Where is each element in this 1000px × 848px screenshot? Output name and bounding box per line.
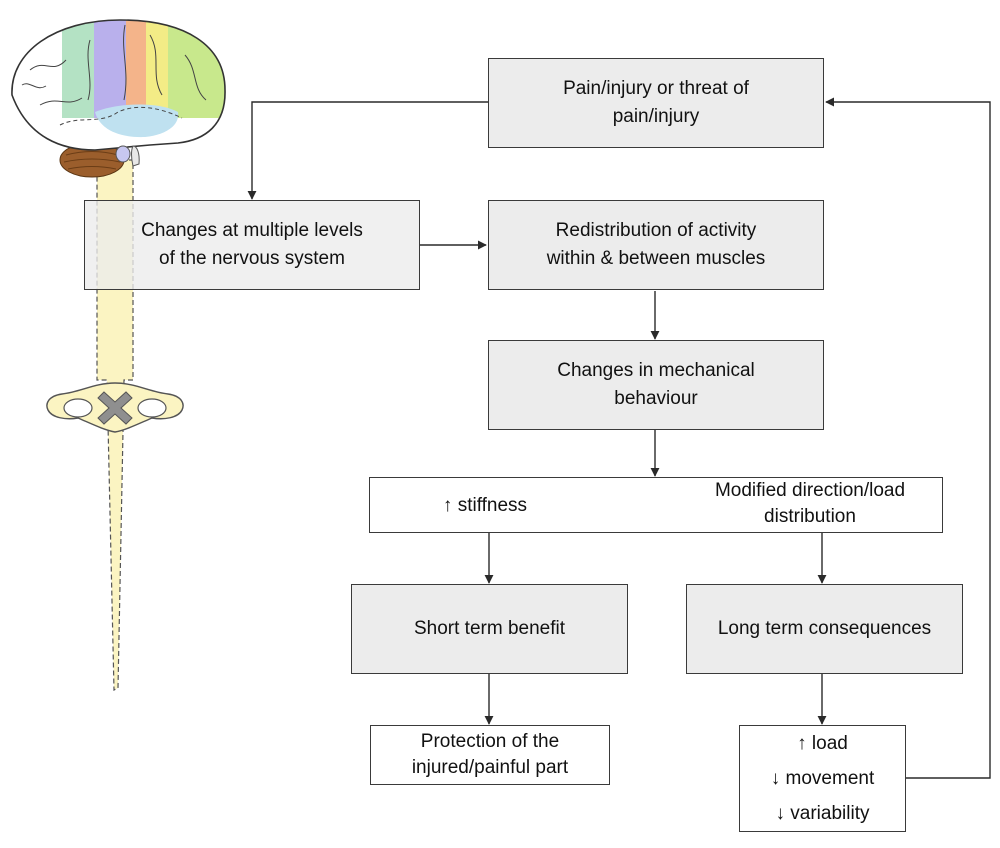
arrow-feedback-loop — [825, 97, 991, 779]
box-load-movement-variability: ↑ load ↓ movement ↓ variability — [739, 725, 906, 832]
direction-load-label: Modified direction/load distribution — [714, 480, 906, 527]
box-protection-part: Protection of the injured/painful part — [370, 725, 610, 785]
spinal-cord-icon — [46, 159, 184, 691]
box-muscle-redistribution: Redistribution of activity within & betw… — [488, 200, 824, 290]
outcome-movement: ↓ movement — [770, 768, 875, 789]
brain-icon — [11, 19, 226, 178]
box-pain-injury-threat: Pain/injury or threat of pain/injury — [488, 58, 824, 148]
stiffness-label: ↑ stiffness — [442, 495, 528, 516]
box-mechanical-behaviour: Changes in mechanical behaviour — [488, 340, 824, 430]
box-short-term-benefit: Short term benefit — [351, 584, 628, 674]
outcome-load: ↑ load — [797, 733, 848, 754]
outcome-variability: ↓ variability — [775, 803, 870, 824]
box-mechanical-results: ↑ stiffness Modified direction/load dist… — [369, 477, 943, 533]
arrow-threat-to-nervous — [247, 101, 488, 200]
box-long-term-consequences: Long term consequences — [686, 584, 963, 674]
box-nervous-system-changes: Changes at multiple levels of the nervou… — [84, 200, 420, 290]
